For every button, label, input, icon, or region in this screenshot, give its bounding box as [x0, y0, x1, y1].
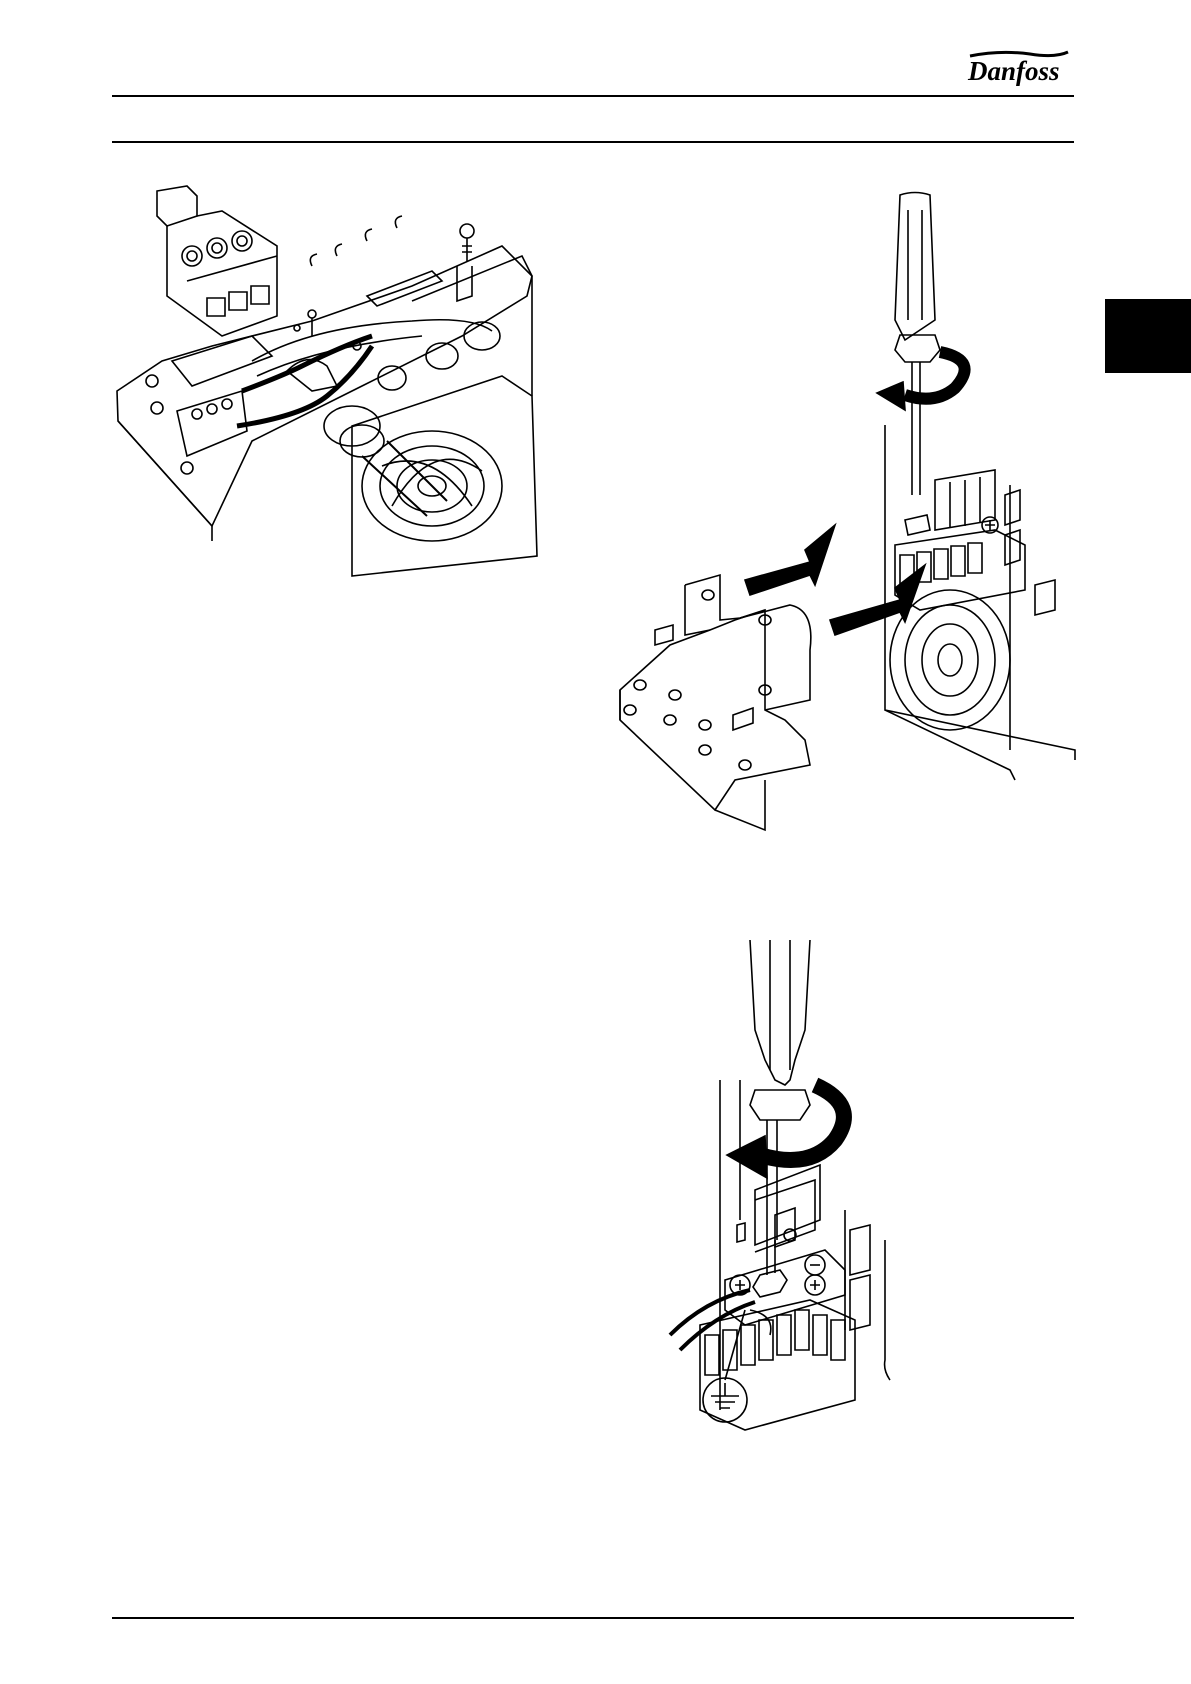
ground-terminal-tightening-illustration — [715, 940, 975, 1480]
header-rule-top — [112, 95, 1074, 97]
footer-rule — [112, 1617, 1074, 1619]
danfoss-logo: Danfoss — [960, 48, 1072, 88]
svg-text:Danfoss: Danfoss — [967, 56, 1060, 86]
header-rule-bottom — [112, 141, 1074, 143]
chapter-tab-marker — [1105, 299, 1191, 373]
mains-connector-wiring-illustration — [112, 186, 588, 580]
mounting-plate-installation-illustration — [615, 190, 1080, 830]
